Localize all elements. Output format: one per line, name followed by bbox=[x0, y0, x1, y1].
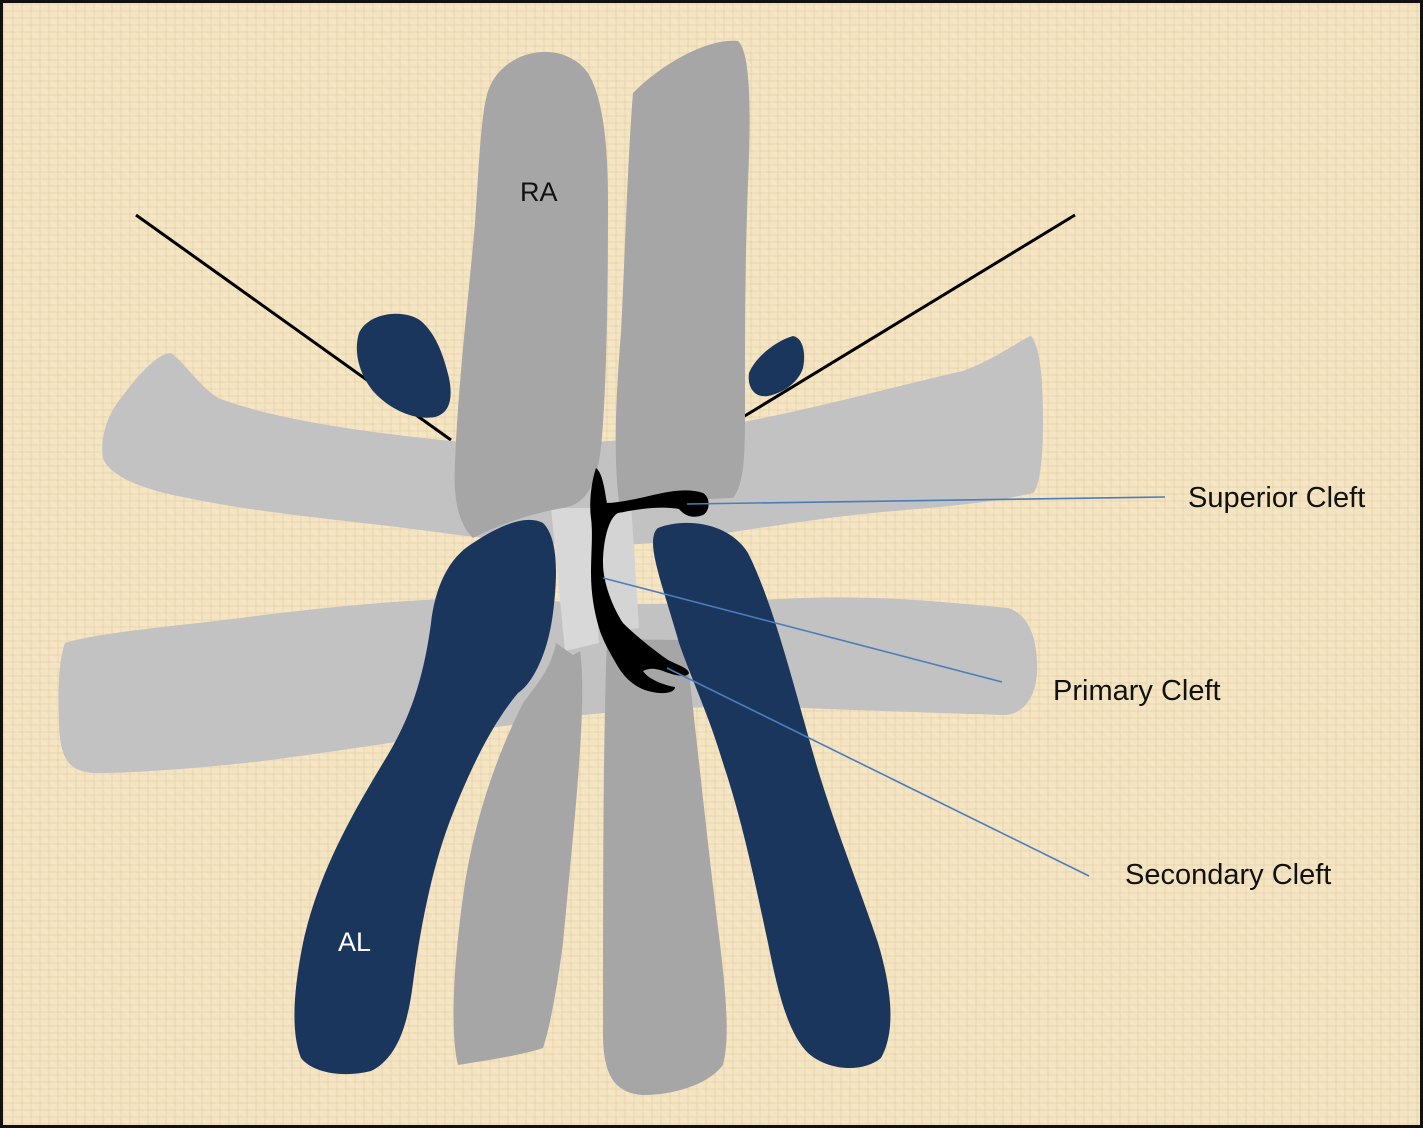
ra-chromatid bbox=[455, 52, 608, 538]
al-label: AL bbox=[338, 927, 371, 958]
cleft-diagram-svg bbox=[3, 3, 1420, 1125]
right-small-lobe bbox=[749, 336, 804, 396]
left-small-lobe bbox=[357, 314, 451, 418]
superior-cleft-label: Superior Cleft bbox=[1188, 482, 1365, 515]
upper-right-chromatid bbox=[616, 41, 750, 513]
secondary-cleft-label: Secondary Cleft bbox=[1125, 859, 1331, 892]
primary-cleft-label: Primary Cleft bbox=[1053, 675, 1221, 708]
ra-label: RA bbox=[520, 177, 558, 208]
